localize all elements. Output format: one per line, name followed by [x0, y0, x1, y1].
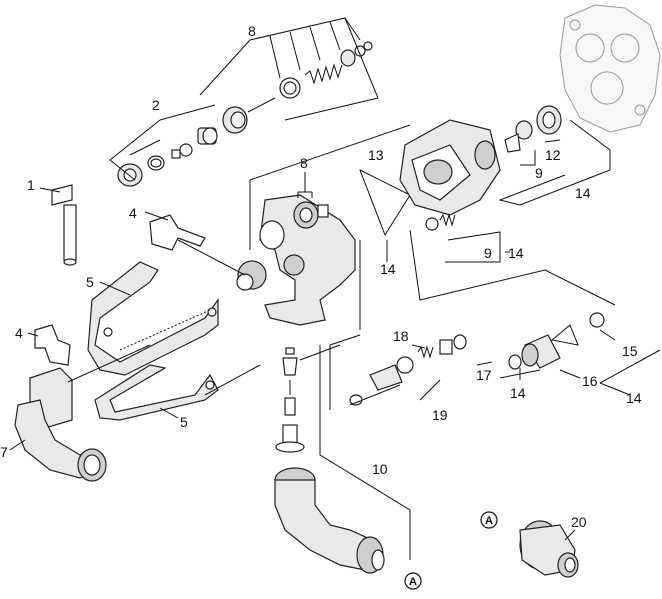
part-15-16-fitting	[508, 312, 605, 370]
part-4-clip-upper	[149, 214, 206, 251]
leader-lines	[9, 17, 661, 560]
marker-a2: A	[485, 515, 493, 527]
label-16: 16	[582, 373, 598, 389]
part-4-clip-lower	[34, 324, 71, 366]
part-1-tube	[32, 85, 124, 266]
label-19: 19	[432, 407, 448, 423]
part-5-bracket-lower	[94, 364, 219, 421]
label-14-b: 14	[575, 185, 591, 201]
label-2: 2	[152, 97, 160, 113]
marker-a-lower: A	[404, 572, 422, 590]
part-5-bracket-upper	[87, 261, 219, 376]
part-10-small-parts	[275, 347, 305, 453]
label-15: 15	[622, 343, 638, 359]
part-13-seal	[359, 169, 411, 236]
pump-head-block	[236, 194, 356, 326]
label-4-upper: 4	[129, 205, 137, 221]
label-9-a: 9	[535, 165, 543, 181]
part-12-fitting	[504, 105, 562, 153]
part-2-valve-set	[117, 127, 218, 187]
part-number-labels: 8 2 1 4 5 4 7 5 8 13 14 12 9 14 9 14 18 …	[0, 23, 642, 530]
label-9-b: 9	[484, 245, 492, 261]
part-10-elbow	[274, 467, 385, 574]
label-5-lower: 5	[180, 414, 188, 430]
label-18: 18	[393, 328, 409, 344]
label-1: 1	[27, 177, 35, 193]
label-17: 17	[476, 367, 492, 383]
label-4-lower: 4	[15, 325, 23, 341]
label-10: 10	[372, 461, 388, 477]
part-8-spring-set	[222, 41, 373, 134]
label-5-upper: 5	[86, 274, 94, 290]
label-20: 20	[571, 514, 587, 530]
marker-a1: A	[409, 576, 417, 588]
valve-housing	[399, 119, 501, 216]
label-7: 7	[0, 444, 8, 460]
label-13: 13	[368, 147, 384, 163]
label-14-a: 14	[380, 261, 396, 277]
label-14-c: 14	[508, 245, 524, 261]
label-14-d: 14	[510, 385, 526, 401]
part-20-adapter	[519, 520, 579, 578]
label-14-e: 14	[626, 390, 642, 406]
part-9-check-valve	[425, 213, 456, 231]
part-7-elbow-fitting	[14, 367, 107, 482]
label-12: 12	[545, 147, 561, 163]
label-8-top: 8	[248, 23, 256, 39]
marker-a-right: A	[480, 511, 498, 529]
pump-housing-ghost	[559, 4, 661, 133]
label-8-mid: 8	[300, 155, 308, 171]
part-17-18-19-fitting	[349, 334, 467, 406]
